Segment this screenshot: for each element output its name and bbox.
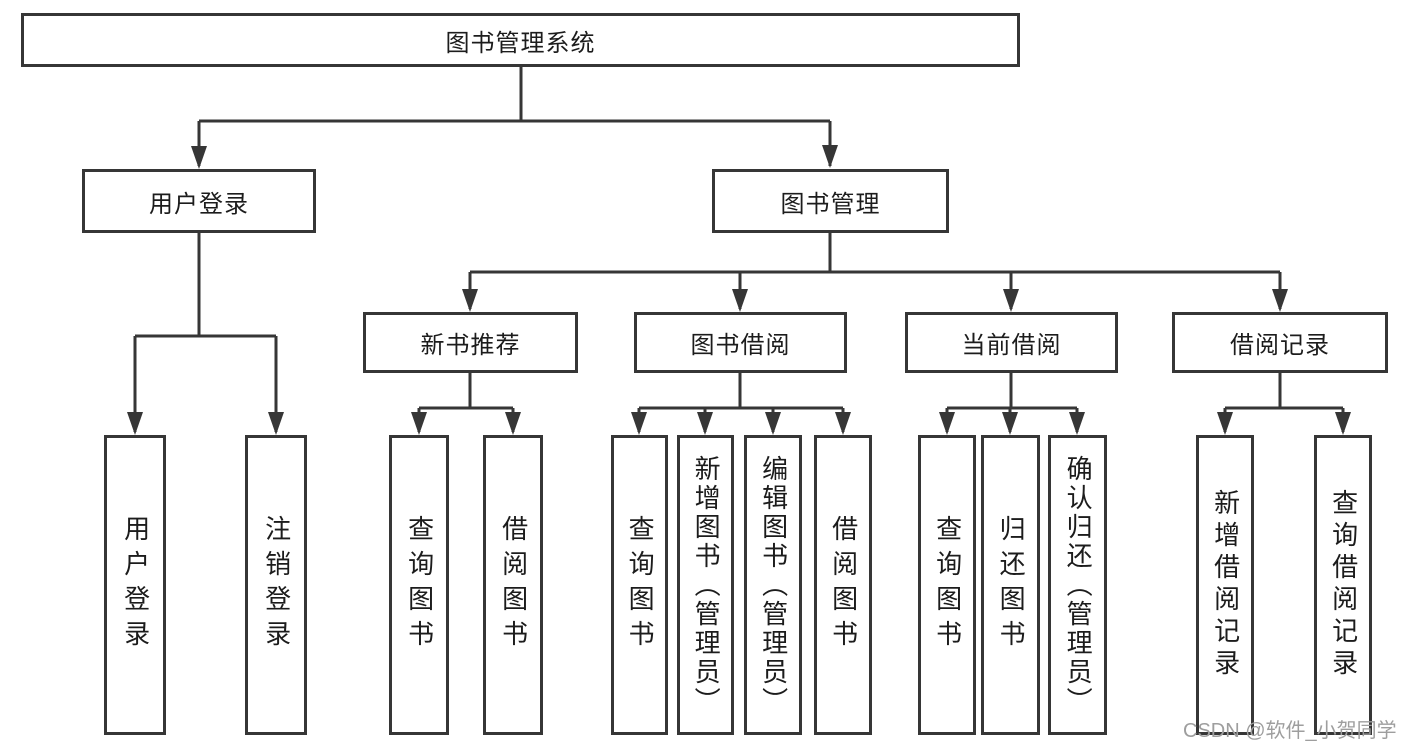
node-label: 借阅图书 <box>828 515 859 655</box>
node-query-books-recommend: 查询图书 <box>389 435 449 735</box>
node-add-borrow-record: 新增借阅记录 <box>1196 435 1254 735</box>
node-book-management: 图书管理 <box>712 169 949 233</box>
connectors-book-management <box>468 233 1282 309</box>
node-label: 图书管理 <box>780 190 881 218</box>
node-label: 新增图书（管理员） <box>691 454 722 716</box>
node-label: 当前借阅 <box>961 332 1062 359</box>
connectors-borrowing-records <box>1223 373 1345 432</box>
node-new-book-recommendation: 新书推荐 <box>363 312 578 373</box>
node-query-borrow-record: 查询借阅记录 <box>1314 435 1372 735</box>
node-user-login: 用户登录 <box>82 169 316 233</box>
node-book-borrowing: 图书借阅 <box>634 312 847 373</box>
node-label: 新书推荐 <box>420 332 521 359</box>
node-label: 注销登录 <box>261 515 292 655</box>
node-add-book-admin: 新增图书（管理员） <box>677 435 734 735</box>
node-label: 图书借阅 <box>690 332 791 359</box>
node-query-books-borrowing: 查询图书 <box>611 435 668 735</box>
node-borrow-books-borrowing: 借阅图书 <box>814 435 872 735</box>
node-label: 用户登录 <box>120 515 151 655</box>
node-label: 查询图书 <box>932 515 963 655</box>
node-query-books-current: 查询图书 <box>918 435 976 735</box>
node-current-borrowing: 当前借阅 <box>905 312 1118 373</box>
node-label: 借阅图书 <box>498 515 529 655</box>
connectors-book-borrowing <box>637 373 845 432</box>
arrowheads <box>127 145 1351 435</box>
node-label: 借阅记录 <box>1230 332 1330 359</box>
node-label: 确认归还（管理员） <box>1063 454 1094 716</box>
connectors-user-login <box>133 232 278 432</box>
node-logout: 注销登录 <box>245 435 307 735</box>
node-label: 图书管理系统 <box>445 29 596 57</box>
node-label: 查询图书 <box>404 515 435 655</box>
node-label: 新增借阅记录 <box>1210 489 1241 681</box>
watermark: CSDN @软件_小贺同学 <box>1183 720 1397 742</box>
connectors-new-book-recommendation <box>417 373 515 432</box>
node-label: 用户登录 <box>149 190 249 218</box>
node-edit-book-admin: 编辑图书（管理员） <box>744 435 802 735</box>
node-label: 编辑图书（管理员） <box>758 454 789 716</box>
node-confirm-return-admin: 确认归还（管理员） <box>1048 435 1107 735</box>
node-root: 图书管理系统 <box>21 13 1020 67</box>
node-label: 归还图书 <box>996 515 1027 655</box>
node-label: 查询借阅记录 <box>1328 489 1359 681</box>
node-borrowing-records: 借阅记录 <box>1172 312 1388 373</box>
node-label: 查询图书 <box>625 515 656 655</box>
connectors-root <box>197 66 832 166</box>
node-return-book: 归还图书 <box>981 435 1040 735</box>
node-borrow-books-recommend: 借阅图书 <box>483 435 543 735</box>
node-user-login-leaf: 用户登录 <box>104 435 166 735</box>
